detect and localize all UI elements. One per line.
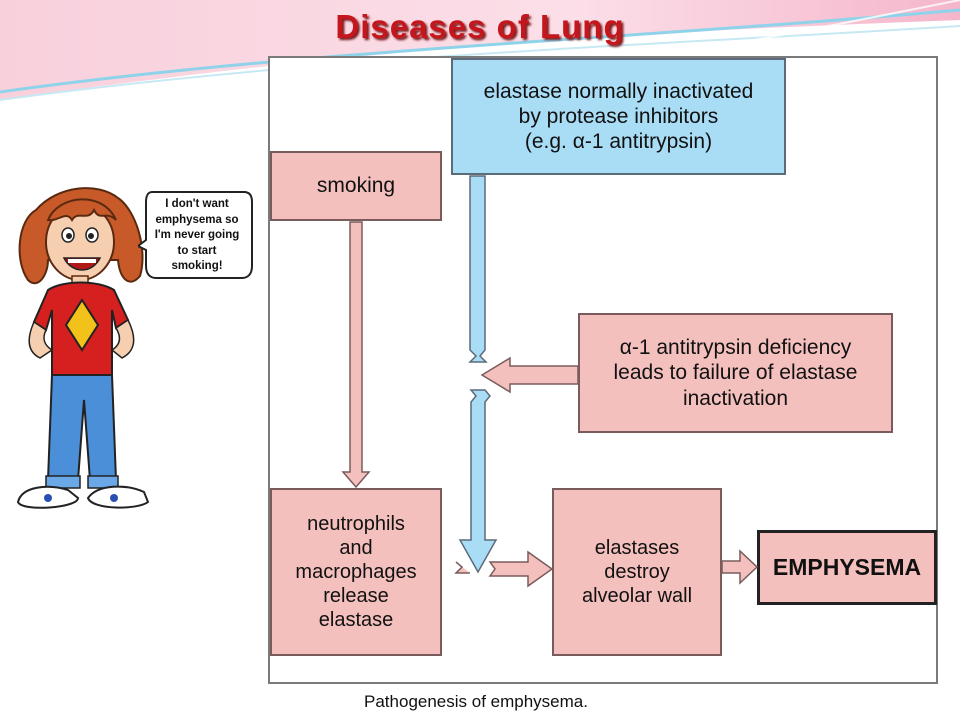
elastase-inhibitor-text: elastase normally inactivated by proteas… — [483, 79, 754, 154]
emphysema-box: EMPHYSEMA — [757, 530, 937, 605]
antitrypsin-deficiency-box: α-1 antitrypsin deficiency leads to fail… — [578, 313, 893, 433]
figure-caption: Pathogenesis of emphysema. — [364, 692, 588, 711]
smoking-text: smoking — [316, 174, 396, 198]
speech-bubble-text: I don't want emphysema so I'm never goin… — [154, 198, 240, 273]
elastase-inhibitor-box: elastase normally inactivated by proteas… — [451, 58, 786, 175]
emphysema-text: EMPHYSEMA — [772, 553, 922, 580]
neutrophils-box: neutrophils and macrophages release elas… — [270, 488, 442, 656]
header-swoosh — [0, 0, 960, 101]
antitrypsin-deficiency-text: α-1 antitrypsin deficiency leads to fail… — [613, 336, 858, 410]
slide-title: Diseases of Lung — [335, 8, 625, 45]
cartoon-girl-illustration — [16, 187, 150, 509]
speech-bubble — [138, 191, 253, 279]
neutrophils-text: neutrophils and macrophages release elas… — [295, 513, 417, 631]
elastases-destroy-text: elastases destroy alveolar wall — [581, 537, 693, 607]
smoking-box: smoking — [270, 151, 442, 221]
elastases-destroy-box: elastases destroy alveolar wall — [552, 488, 722, 656]
